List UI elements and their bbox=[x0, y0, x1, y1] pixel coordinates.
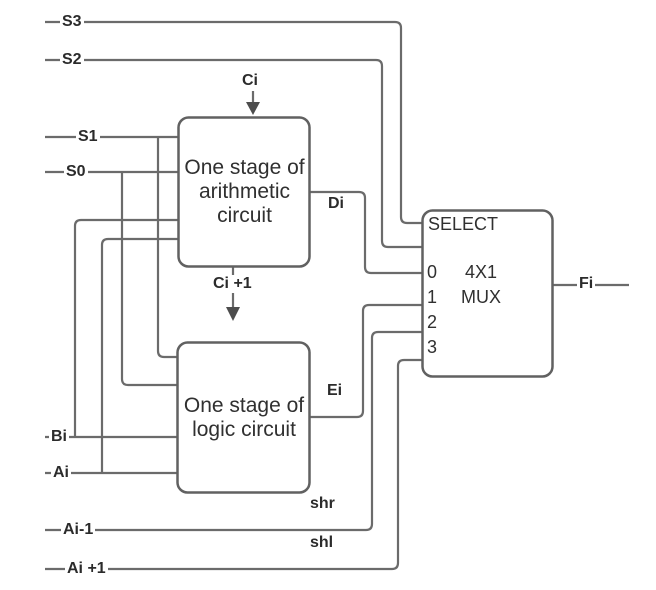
mux-box bbox=[421, 209, 554, 378]
mux-type-line2: MUX bbox=[461, 287, 501, 307]
ci-down-arrowhead-icon bbox=[246, 102, 260, 115]
logic-title-line1: One stage of bbox=[183, 393, 305, 417]
wire-ei-to-mux1 bbox=[310, 303, 423, 419]
label-bi: Bi bbox=[49, 428, 69, 445]
wire-shl-to-mux3 bbox=[45, 358, 423, 571]
wire-s3 bbox=[45, 20, 423, 225]
wire-bi-branch-to-arithmetic bbox=[73, 218, 179, 437]
label-s3: S3 bbox=[60, 13, 84, 30]
mux-input-2: 2 bbox=[427, 312, 438, 332]
logic-circuit-title: One stage of logic circuit bbox=[178, 342, 310, 499]
label-di: Di bbox=[326, 195, 346, 212]
label-shl: shl bbox=[308, 534, 336, 551]
mux-input-3: 3 bbox=[427, 337, 438, 357]
logic-circuit-box bbox=[176, 341, 311, 494]
mux-select-label: SELECT bbox=[428, 214, 499, 234]
arithmetic-circuit-title: One stage of arithmetic circuit bbox=[179, 117, 310, 278]
mux-type-line1: 4X1 bbox=[464, 262, 498, 282]
wire-di-to-mux0 bbox=[310, 190, 423, 275]
logic-title-line2: logic circuit bbox=[192, 417, 296, 441]
arithmetic-title-line1: One stage of bbox=[184, 156, 305, 179]
label-fi: Fi bbox=[577, 275, 596, 292]
arithmetic-circuit-box bbox=[177, 116, 311, 268]
label-s1: S1 bbox=[76, 128, 100, 145]
mux-input-0: 0 bbox=[427, 262, 438, 282]
label-ai-plus1: Ai +1 bbox=[65, 560, 108, 577]
mux-input-numbers: 0 1 2 3 bbox=[427, 260, 437, 360]
label-s2: S2 bbox=[60, 51, 84, 68]
label-shr: shr bbox=[308, 495, 337, 512]
wire-shr-to-mux2 bbox=[45, 330, 423, 532]
arithmetic-title-line3: circuit bbox=[217, 204, 272, 227]
label-ci: Ci bbox=[240, 72, 260, 89]
ci-plus1-down-arrowhead-icon bbox=[226, 307, 240, 321]
wire-s1-branch-to-logic bbox=[156, 137, 178, 359]
label-ci-plus1: Ci +1 bbox=[211, 275, 254, 292]
label-ai: Ai bbox=[51, 464, 71, 481]
label-ai-minus1: Ai-1 bbox=[61, 521, 96, 538]
label-ei: Ei bbox=[325, 382, 345, 399]
mux-input-1: 1 bbox=[427, 287, 438, 307]
mux-type-label: 4X1 MUX bbox=[458, 260, 504, 310]
arithmetic-title-line2: arithmetic bbox=[198, 180, 291, 203]
wire-s0-branch-to-logic bbox=[120, 172, 178, 387]
wire-ai-branch-to-arithmetic bbox=[100, 237, 179, 473]
label-s0: S0 bbox=[64, 163, 88, 180]
wire-s2 bbox=[45, 58, 423, 249]
